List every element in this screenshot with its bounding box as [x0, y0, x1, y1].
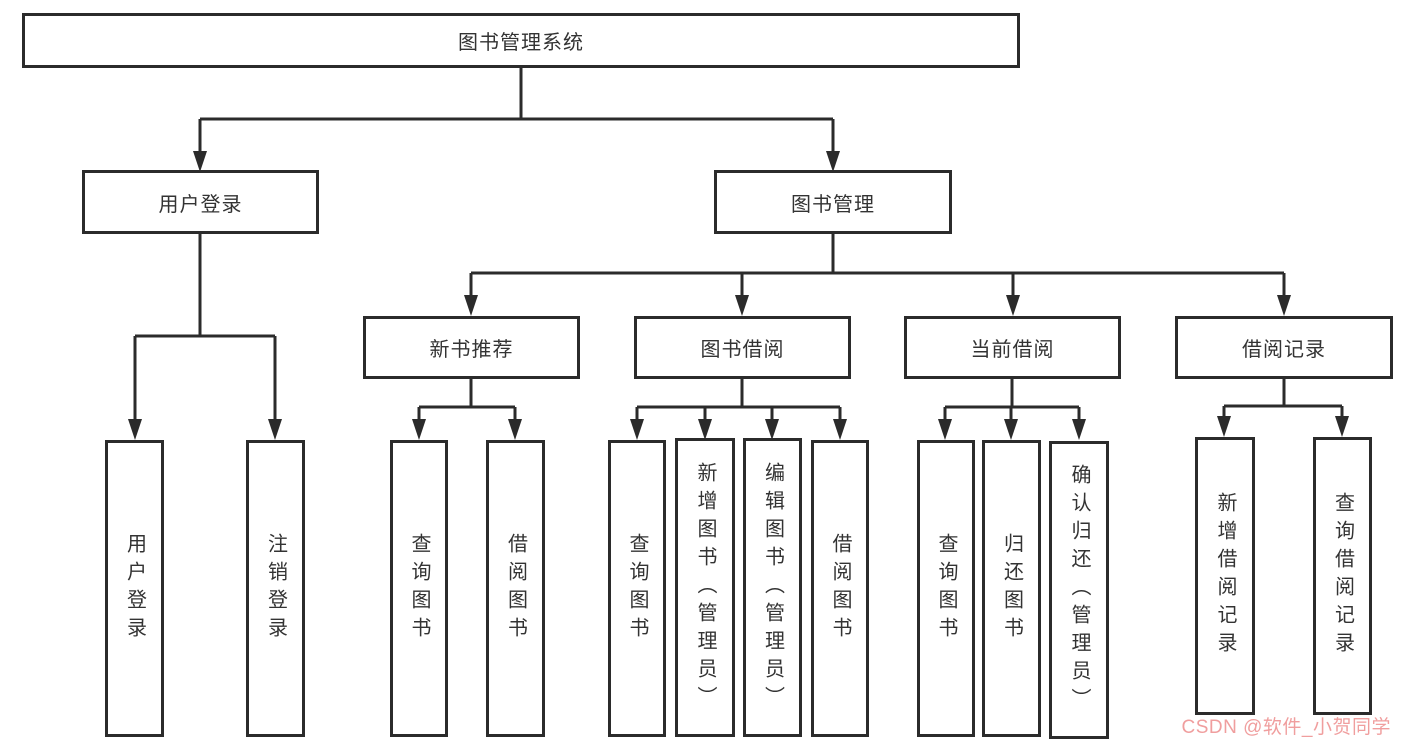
- leaf-query-book-1: 查询图书: [390, 440, 448, 737]
- leaf-query-borrow-record: 查询借阅记录: [1313, 437, 1372, 715]
- node-book-management: 图书管理: [714, 170, 952, 234]
- leaf-query-book-3: 查询图书: [917, 440, 975, 737]
- leaf-add-book-admin: 新增图书（管理员）: [675, 438, 735, 737]
- node-current-borrow: 当前借阅: [904, 316, 1121, 379]
- node-new-book-recommend: 新书推荐: [363, 316, 580, 379]
- leaf-borrow-book-2: 借阅图书: [811, 440, 869, 737]
- connector-book-borrow-to-leaves: [630, 379, 847, 440]
- connector-new-book-to-leaves: [412, 379, 522, 440]
- connector-borrow-record-to-leaves: [1217, 379, 1349, 437]
- csdn-watermark: CSDN @软件_小贺同学: [1181, 717, 1391, 738]
- leaf-user-login: 用户登录: [105, 440, 164, 737]
- leaf-query-book-2: 查询图书: [608, 440, 666, 737]
- node-library-system: 图书管理系统: [22, 13, 1020, 68]
- connector-root-to-level2: [193, 68, 840, 172]
- leaf-return-book: 归还图书: [982, 440, 1041, 737]
- connector-current-borrow-to-leaves: [938, 379, 1086, 440]
- connector-user-login-to-leaves: [128, 234, 282, 440]
- leaf-edit-book-admin: 编辑图书（管理员）: [743, 438, 802, 737]
- node-borrow-record: 借阅记录: [1175, 316, 1393, 379]
- connector-book-mgmt-to-level3: [464, 234, 1291, 316]
- leaf-add-borrow-record: 新增借阅记录: [1195, 437, 1255, 715]
- leaf-borrow-book-1: 借阅图书: [486, 440, 545, 737]
- node-book-borrow: 图书借阅: [634, 316, 851, 379]
- leaf-logout: 注销登录: [246, 440, 305, 737]
- leaf-confirm-return-admin: 确认归还（管理员）: [1049, 441, 1109, 739]
- node-user-login: 用户登录: [82, 170, 319, 234]
